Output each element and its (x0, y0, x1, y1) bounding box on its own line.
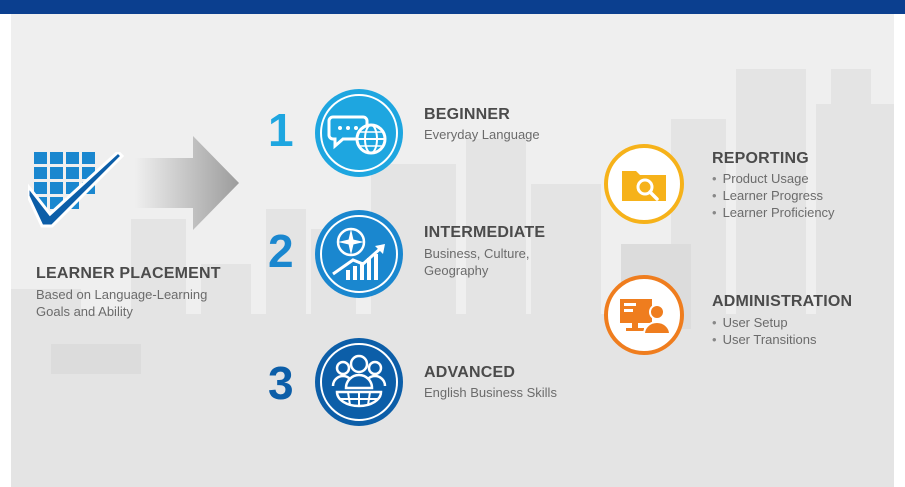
level-1-number: 1 (268, 104, 294, 156)
folder-magnifier-icon (604, 144, 684, 224)
administration-item: User Setup (712, 314, 816, 331)
level-2-desc-line1: Business, Culture, (424, 246, 530, 261)
reporting-item: Learner Proficiency (712, 204, 835, 221)
administration-list: User Setup User Transitions (712, 314, 817, 348)
reporting-item: Learner Progress (712, 187, 835, 204)
level-3-title: ADVANCED (424, 364, 516, 381)
speech-bubbles-globe-icon (315, 89, 403, 177)
monitor-user-icon (604, 275, 684, 355)
compass-growth-chart-icon (315, 210, 403, 298)
level-3-desc-line1: English Business Skills (424, 385, 557, 400)
people-globe-icon (315, 338, 403, 426)
placement-title: LEARNER PLACEMENT (36, 265, 221, 282)
grid-checkmark-icon (28, 152, 124, 228)
level-2-number: 2 (268, 225, 294, 277)
level-1-desc-line1: Everyday Language (424, 127, 540, 142)
reporting-item: Product Usage (712, 170, 835, 187)
arrow-right-icon (135, 136, 239, 230)
administration-title: ADMINISTRATION (712, 293, 853, 310)
level-2-desc-line2: Geography (424, 263, 489, 278)
reporting-title: REPORTING (712, 150, 809, 167)
level-3-number: 3 (268, 357, 294, 409)
placement-subtitle-line2: Goals and Ability (36, 304, 133, 319)
reporting-list: Product Usage Learner Progress Learner P… (712, 170, 835, 221)
administration-item: User Transitions (712, 331, 817, 348)
top-banner-bar (0, 0, 905, 14)
level-2-title: INTERMEDIATE (424, 224, 546, 241)
level-1-title: BEGINNER (424, 106, 511, 123)
placement-subtitle-line1: Based on Language-Learning (36, 287, 208, 302)
